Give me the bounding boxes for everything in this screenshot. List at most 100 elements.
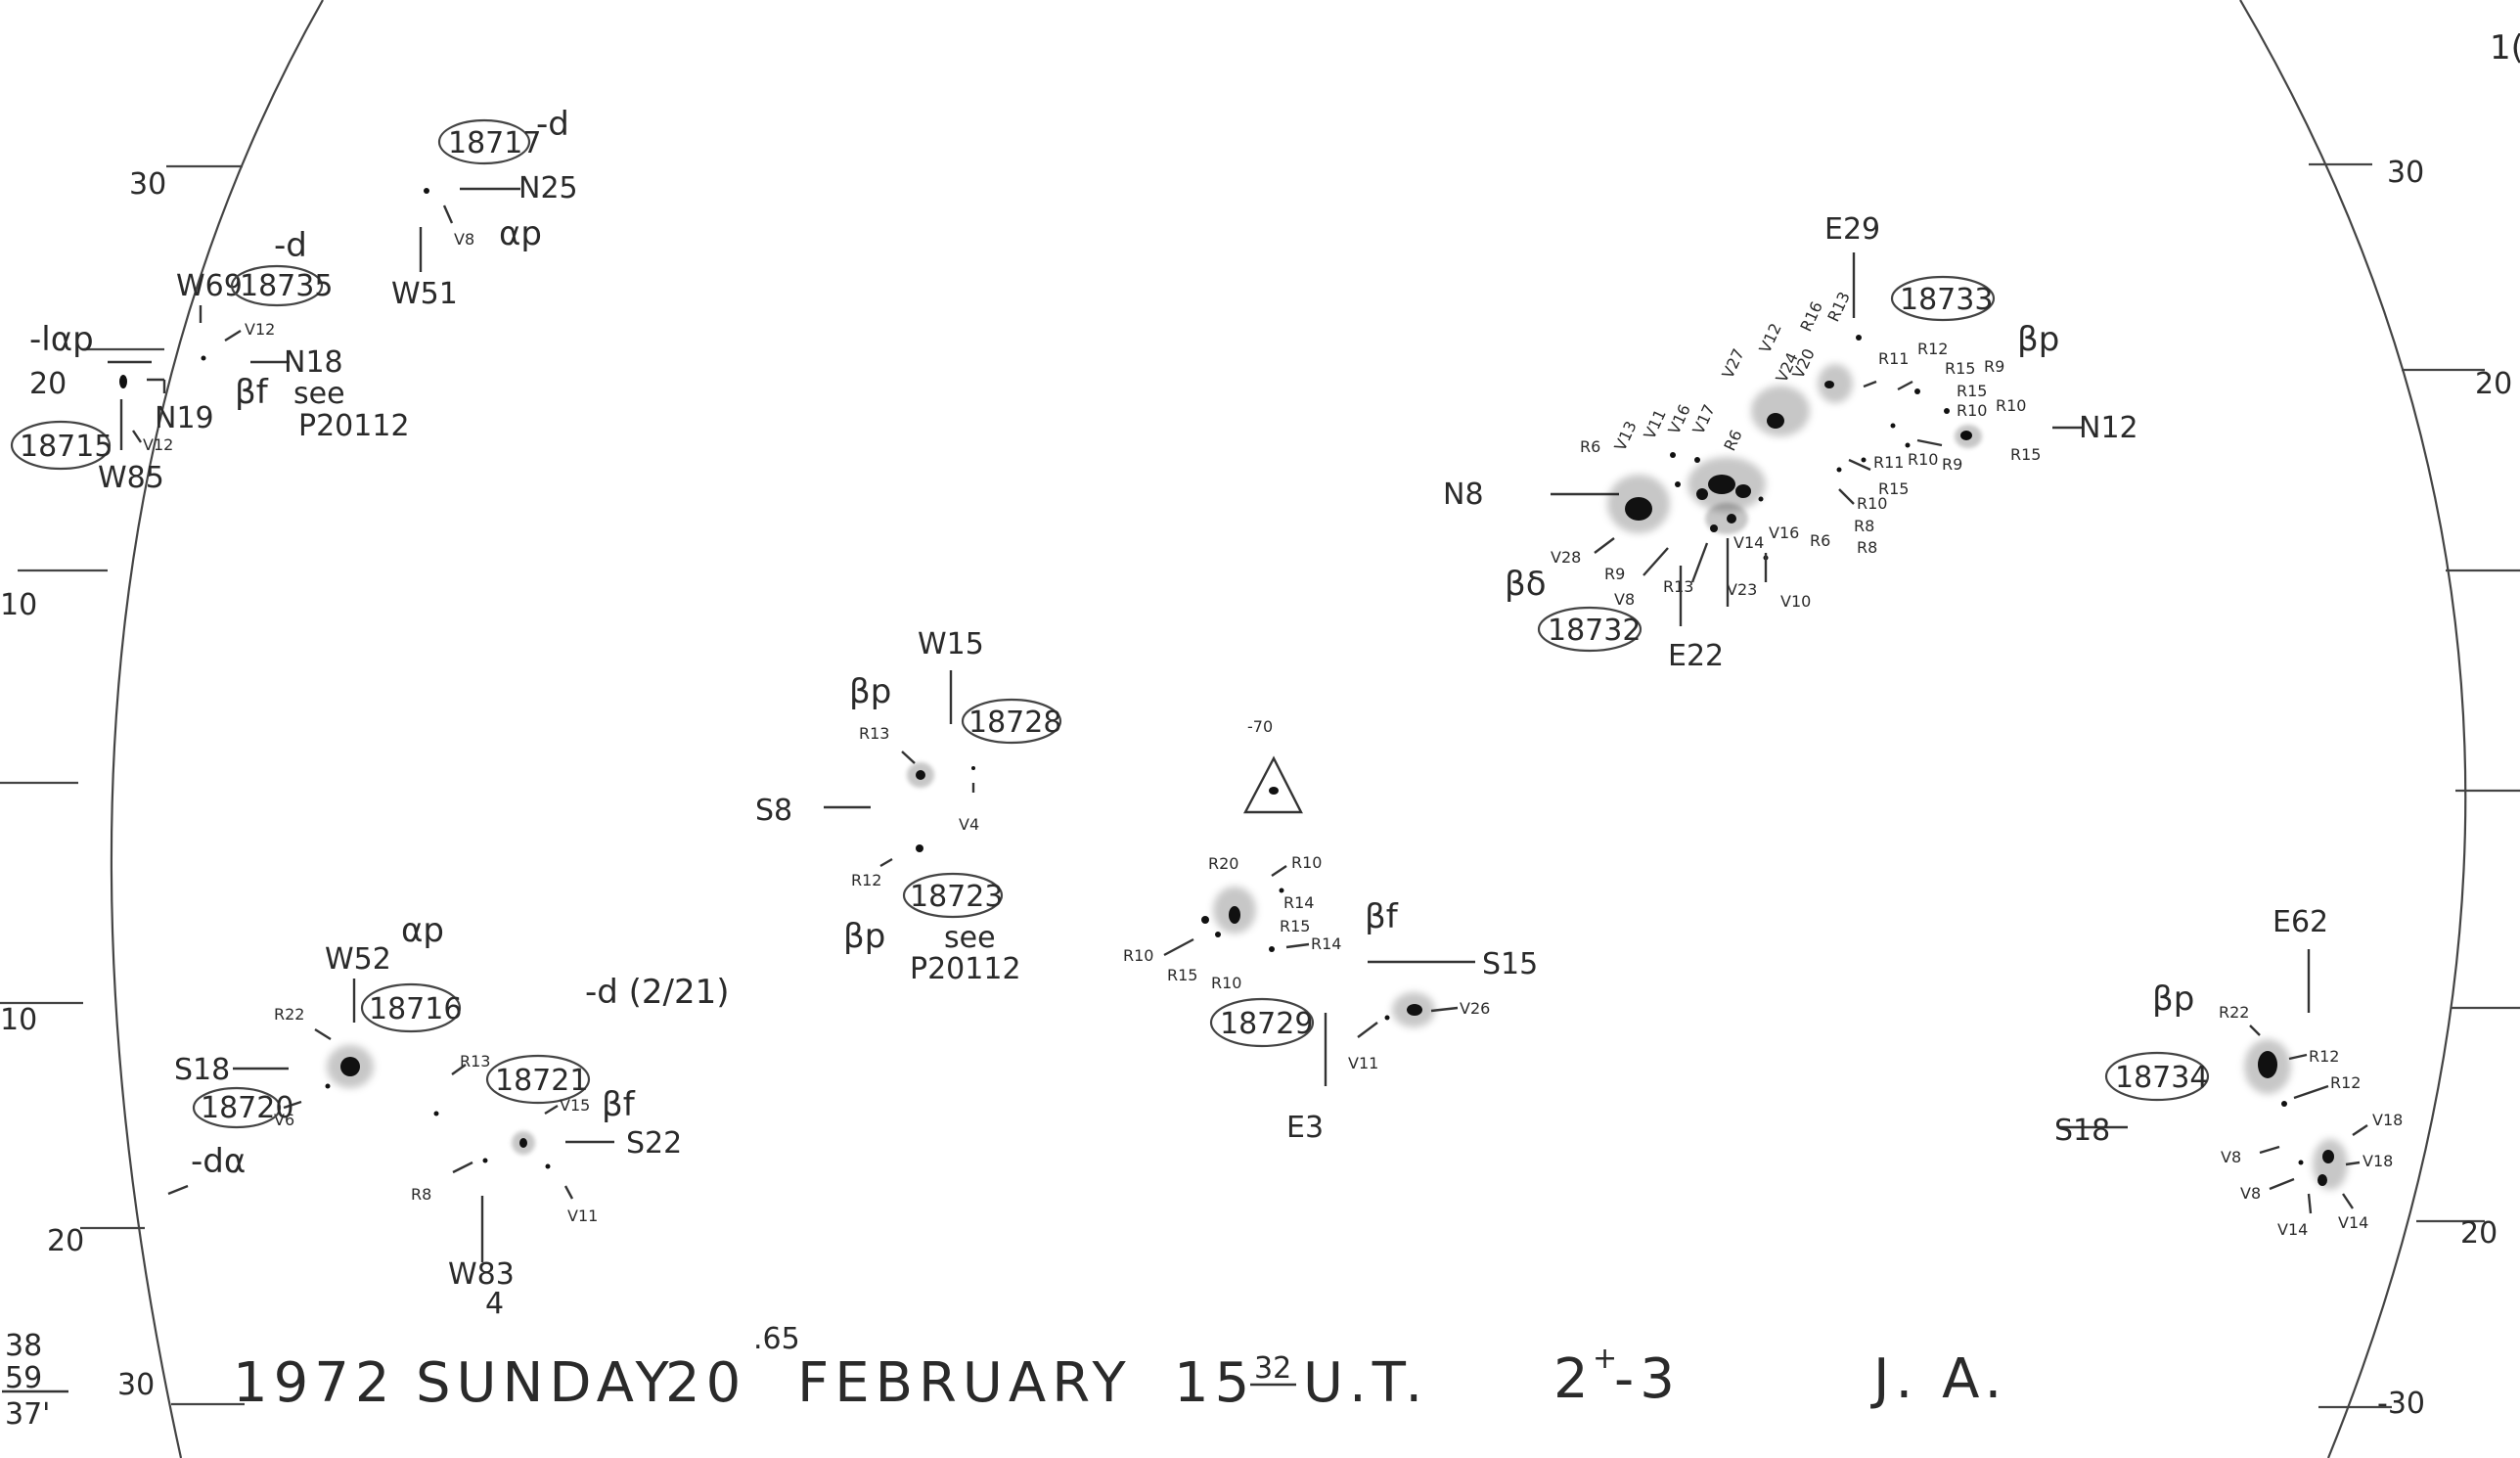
svg-text:V12: V12 — [143, 435, 173, 454]
svg-text:18733: 18733 — [1900, 283, 1993, 317]
svg-text:V8: V8 — [2240, 1184, 2261, 1203]
svg-text:R9: R9 — [1942, 455, 1962, 474]
svg-text:2: 2 — [1553, 1347, 1595, 1411]
svg-text:R6: R6 — [1720, 427, 1745, 453]
svg-text:R15: R15 — [1945, 359, 1975, 378]
svg-text:S18: S18 — [174, 1053, 230, 1087]
svg-text:R8: R8 — [1854, 517, 1874, 535]
group-18729: R20 R10 R14 R15 R14 R10 R15 R10 βf S15 1… — [1123, 853, 1538, 1145]
svg-text:S8: S8 — [755, 794, 792, 828]
svg-text:see: see — [944, 921, 996, 955]
svg-text:S15: S15 — [1482, 947, 1538, 981]
svg-text:1(: 1( — [2490, 28, 2520, 68]
group-18716: W52 αp 18716 R22 S18 V6 — [174, 911, 462, 1129]
svg-text:18717: 18717 — [448, 126, 541, 160]
svg-text:18721: 18721 — [495, 1064, 588, 1098]
svg-text:V12: V12 — [245, 320, 275, 339]
svg-text:V28: V28 — [1551, 548, 1581, 567]
svg-text:αp: αp — [401, 911, 444, 950]
svg-text:10: 10 — [0, 1003, 37, 1037]
svg-text:R9: R9 — [1984, 357, 2004, 376]
svg-text:βp: βp — [849, 672, 891, 711]
svg-text:S18: S18 — [2054, 1114, 2110, 1148]
svg-text:30: 30 — [129, 167, 166, 202]
margin-note: 38 59 37' — [2, 1329, 68, 1432]
svg-text:V23: V23 — [1727, 580, 1757, 599]
svg-text:βp: βp — [2152, 980, 2194, 1019]
solar-limb-right — [2239, 0, 2467, 1458]
svg-text:βp: βp — [843, 917, 885, 956]
svg-text:+: + — [1593, 1342, 1617, 1376]
svg-text:V14: V14 — [1733, 533, 1764, 552]
solar-limb-left — [110, 0, 324, 1458]
svg-text:R6: R6 — [1810, 531, 1830, 550]
svg-text:N18: N18 — [284, 345, 343, 380]
svg-text:V13: V13 — [1610, 418, 1640, 453]
svg-text:18735: 18735 — [240, 269, 333, 303]
svg-text:R13: R13 — [1823, 289, 1854, 325]
svg-text:V11: V11 — [1348, 1054, 1378, 1072]
svg-text:R11: R11 — [1873, 453, 1904, 472]
svg-text:30: 30 — [2387, 156, 2424, 190]
svg-text:R13: R13 — [460, 1052, 490, 1071]
svg-text:18728: 18728 — [968, 706, 1061, 740]
group-18734: E62 βp R22 18734 R12 R12 S18 V8 V18 V8 V… — [2054, 905, 2403, 1239]
svg-text:βf: βf — [602, 1085, 636, 1124]
svg-text:18729: 18729 — [1220, 1007, 1313, 1041]
svg-text:18720: 18720 — [201, 1091, 293, 1125]
svg-text:αp: αp — [499, 214, 542, 253]
svg-text:R10: R10 — [1957, 401, 1987, 420]
svg-text:-d: -d — [274, 226, 307, 265]
svg-text:38: 38 — [5, 1329, 42, 1363]
svg-text:R15: R15 — [1167, 966, 1197, 984]
svg-text:18715: 18715 — [20, 430, 112, 464]
svg-text:U.T.: U.T. — [1303, 1351, 1428, 1415]
svg-text:P20112: P20112 — [910, 952, 1021, 986]
svg-text:N8: N8 — [1443, 478, 1484, 512]
svg-text:V27: V27 — [1718, 345, 1747, 381]
svg-text:18734: 18734 — [2115, 1061, 2208, 1095]
svg-text:R10: R10 — [1908, 450, 1938, 469]
svg-text:20: 20 — [2475, 367, 2512, 401]
group-18735: W69 -d 18735 V12 N18 βf see P20112 — [176, 226, 410, 443]
svg-text:βp: βp — [2017, 320, 2059, 359]
svg-text:R10: R10 — [1857, 494, 1887, 513]
svg-text:R12: R12 — [2330, 1073, 2361, 1092]
svg-text:R10: R10 — [1211, 974, 1241, 992]
svg-text:W15: W15 — [918, 627, 984, 661]
group-18717: 18717 -d N25 V8 αp W51 — [391, 105, 578, 311]
svg-text:59: 59 — [5, 1361, 42, 1395]
svg-text:R12: R12 — [851, 871, 881, 889]
svg-text:W52: W52 — [325, 942, 391, 977]
svg-text:V18: V18 — [2362, 1152, 2393, 1170]
svg-text:E29: E29 — [1824, 212, 1880, 247]
svg-text:R13: R13 — [859, 724, 889, 743]
scale-left: 30 20 10 10 20 30 — [0, 164, 245, 1406]
svg-text:-3: -3 — [1614, 1347, 1681, 1411]
svg-text:-70: -70 — [1247, 717, 1273, 736]
svg-text:R16: R16 — [1796, 298, 1826, 335]
svg-text:E3: E3 — [1286, 1111, 1324, 1145]
svg-text:βδ: βδ — [1505, 565, 1547, 604]
svg-text:R20: R20 — [1208, 854, 1238, 873]
svg-text:R10: R10 — [1123, 946, 1153, 965]
svg-text:20: 20 — [2460, 1216, 2498, 1251]
svg-text:V10: V10 — [1780, 592, 1811, 611]
svg-text:1972: 1972 — [233, 1351, 396, 1415]
svg-text:P20112: P20112 — [298, 409, 410, 443]
svg-text:V20: V20 — [1788, 345, 1818, 381]
svg-text:-30: -30 — [2377, 1387, 2425, 1421]
svg-text:S22: S22 — [626, 1126, 682, 1161]
svg-text:V14: V14 — [2338, 1213, 2368, 1232]
svg-text:.65: .65 — [753, 1322, 800, 1356]
scale-right: 1( 30 20 20 -30 — [2309, 28, 2520, 1421]
svg-text:W51: W51 — [391, 277, 458, 311]
svg-text:E22: E22 — [1668, 639, 1724, 673]
svg-text:15: 15 — [1174, 1351, 1255, 1415]
group-18715: -lαp N19 18715 V12 W85 — [10, 320, 214, 495]
svg-text:20: 20 — [665, 1351, 746, 1415]
svg-text:R15: R15 — [1957, 382, 1987, 400]
svg-text:R9: R9 — [1604, 565, 1625, 583]
observation-footer: 1972 SUNDAY 20 .65 FEBRUARY 15 32 U.T. 2… — [233, 1322, 2002, 1415]
